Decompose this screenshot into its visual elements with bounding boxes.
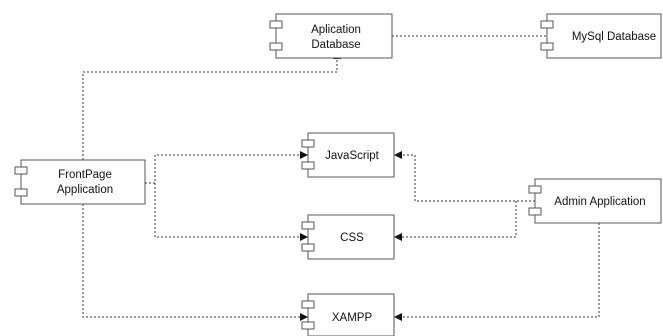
component-xampp: XAMPP [301,293,395,336]
component-label-line: MySql Database [572,31,656,43]
component-label-line: Admin Application [554,196,645,208]
connector-frontpage-to-css [154,183,300,238]
connector-admin-to-xampp [402,223,600,318]
arrowhead-xampp-left [300,313,308,321]
component-mysql-database: MySql Database [540,13,662,59]
component-box [534,178,662,224]
connectors [82,32,600,321]
connector-frontpage-to-appdb [82,58,338,160]
component-tab-icon [301,321,315,330]
component-label-line: JavaScript [325,150,379,162]
component-label-line: FrontPage [58,169,112,181]
component-label-line: XAMPP [332,312,373,324]
arrowhead-css-left [300,233,308,241]
component-tab-icon [301,243,315,252]
component-admin-application: Admin Application [528,178,662,224]
component-box [307,293,395,336]
component-javascript: JavaScript [301,132,395,178]
component-css: CSS [301,214,395,260]
component-tab-icon [269,20,283,29]
component-label-line: Application [57,184,113,196]
component-tab-icon [540,42,554,51]
component-tab-icon [14,166,28,175]
connector-frontpage-to-javascript [145,154,300,184]
component-label-line: CSS [340,232,364,244]
component-tab-icon [301,221,315,230]
component-box [546,13,662,59]
component-tab-icon [540,20,554,29]
connector-admin-to-javascript [402,154,535,202]
arrowhead-css-right [394,233,402,241]
component-tab-icon [301,161,315,170]
component-tab-icon [528,207,542,216]
component-frontpage-application: FrontPage Application [14,159,146,205]
component-tab-icon [301,300,315,309]
component-label-line: Database [311,39,360,51]
component-tab-icon [269,42,283,51]
component-box [275,13,393,59]
arrowhead-xampp-right [394,313,402,321]
component-tab-icon [14,188,28,197]
arrowhead-javascript-right [394,151,402,159]
component-box [307,132,395,178]
component-tab-icon [528,185,542,194]
connector-admin-to-css [402,201,517,238]
component-label-line: Aplication [311,24,361,36]
component-application-database: Aplication Database [269,13,393,59]
component-box [307,214,395,260]
component-box [20,159,146,205]
arrowhead-javascript-left [300,151,308,159]
component-tab-icon [301,139,315,148]
connector-frontpage-to-xampp [82,204,300,318]
